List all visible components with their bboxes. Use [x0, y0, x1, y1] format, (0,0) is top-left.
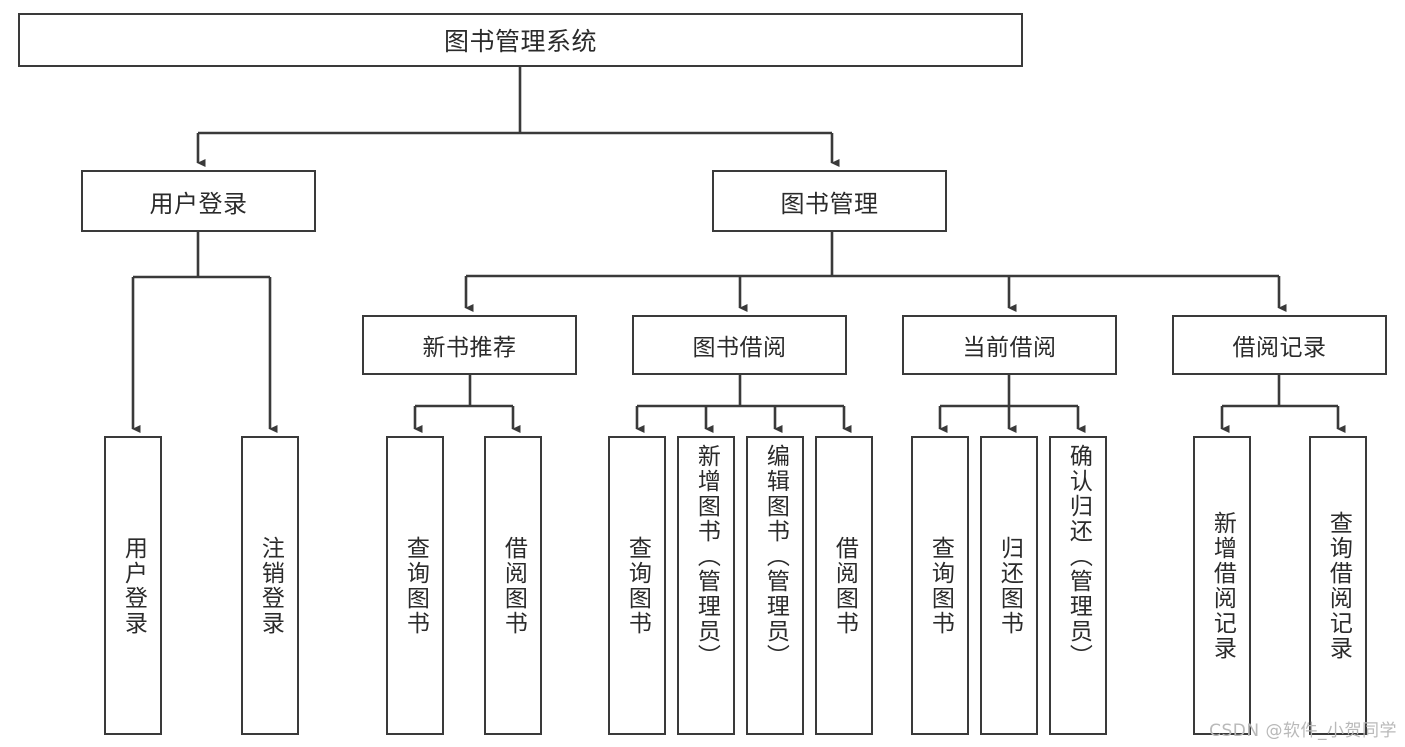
leaf-query-borrow-record-label: 查询借阅记录: [1325, 510, 1352, 661]
node-user-login-label: 用户登录: [149, 189, 248, 218]
leaf-borrow-book-recommend-label: 借阅图书: [500, 535, 527, 636]
leaf-logout-label: 注销登录: [257, 535, 284, 636]
node-borrow-record[interactable]: 借阅记录: [1172, 315, 1387, 375]
leaf-query-borrow-record[interactable]: 查询借阅记录: [1309, 436, 1367, 735]
node-new-book-recommend-label: 新书推荐: [422, 335, 517, 361]
leaf-return-book-label: 归还图书: [996, 535, 1023, 636]
node-new-book-recommend[interactable]: 新书推荐: [362, 315, 577, 375]
leaf-edit-book-admin[interactable]: 编辑图书（管理员）: [746, 436, 804, 735]
node-book-borrow-label: 图书借阅: [692, 335, 787, 361]
node-book-management-label: 图书管理: [780, 189, 879, 218]
leaf-add-book-admin-label: 新增图书（管理员）: [693, 444, 720, 669]
leaf-user-login-label: 用户登录: [120, 535, 147, 636]
node-book-borrow[interactable]: 图书借阅: [632, 315, 847, 375]
node-current-borrow[interactable]: 当前借阅: [902, 315, 1117, 375]
leaf-query-book-current-label: 查询图书: [927, 535, 954, 636]
node-current-borrow-label: 当前借阅: [962, 335, 1057, 361]
node-book-management[interactable]: 图书管理: [712, 170, 947, 232]
leaf-confirm-return-admin[interactable]: 确认归还（管理员）: [1049, 436, 1107, 735]
leaf-add-borrow-record[interactable]: 新增借阅记录: [1193, 436, 1251, 735]
node-root-label: 图书管理系统: [443, 27, 597, 56]
leaf-return-book[interactable]: 归还图书: [980, 436, 1038, 735]
node-root-system[interactable]: 图书管理系统: [18, 13, 1023, 67]
leaf-add-book-admin[interactable]: 新增图书（管理员）: [677, 436, 735, 735]
leaf-query-book-recommend-label: 查询图书: [402, 535, 429, 636]
leaf-edit-book-admin-label: 编辑图书（管理员）: [762, 444, 789, 669]
leaf-query-book-recommend[interactable]: 查询图书: [386, 436, 444, 735]
leaf-user-login[interactable]: 用户登录: [104, 436, 162, 735]
leaf-confirm-return-admin-label: 确认归还（管理员）: [1065, 444, 1092, 669]
leaf-borrow-book-recommend[interactable]: 借阅图书: [484, 436, 542, 735]
watermark-text: CSDN @软件_小贺同学: [1209, 721, 1397, 741]
node-user-login[interactable]: 用户登录: [81, 170, 316, 232]
leaf-logout[interactable]: 注销登录: [241, 436, 299, 735]
leaf-query-book-borrow-label: 查询图书: [624, 535, 651, 636]
leaf-borrow-book-label: 借阅图书: [831, 535, 858, 636]
leaf-borrow-book[interactable]: 借阅图书: [815, 436, 873, 735]
node-borrow-record-label: 借阅记录: [1232, 335, 1327, 361]
leaf-add-borrow-record-label: 新增借阅记录: [1209, 510, 1236, 661]
leaf-query-book-borrow[interactable]: 查询图书: [608, 436, 666, 735]
leaf-query-book-current[interactable]: 查询图书: [911, 436, 969, 735]
